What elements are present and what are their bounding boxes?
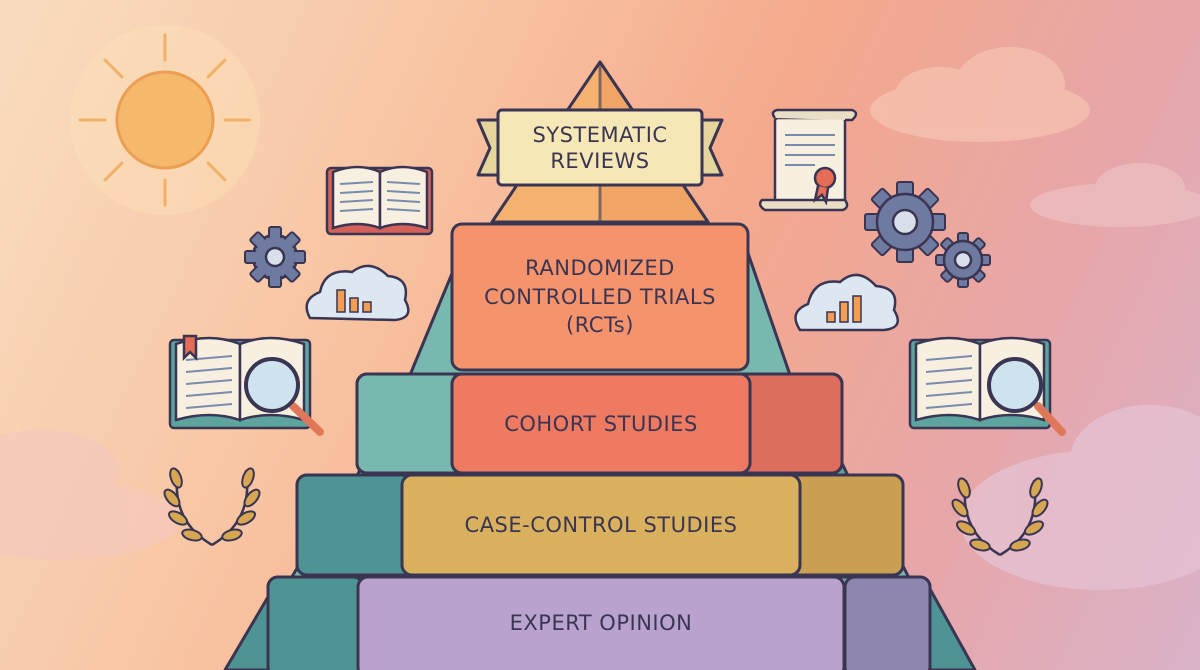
label-systematic-reviews: SYSTEMATIC REVIEWS <box>532 122 668 173</box>
label-cohort-studies: COHORT STUDIES <box>504 411 698 436</box>
laurel-icon <box>163 467 261 547</box>
gear-icon <box>864 181 946 263</box>
background-cloud <box>960 405 1200 590</box>
open-book-icon <box>325 165 434 236</box>
cloud-chart-icon <box>305 264 410 322</box>
tier-expert-opinion <box>266 575 932 670</box>
magnifier-book-icon <box>908 336 1066 436</box>
background-cloud <box>0 430 180 560</box>
ribbon-banner <box>476 108 724 187</box>
background-cloud <box>870 47 1090 142</box>
laurel-icon <box>951 477 1049 557</box>
sun-icon <box>70 25 260 215</box>
label-case-control-studies: CASE-CONTROL STUDIES <box>464 513 738 537</box>
tier-case-control <box>295 473 905 577</box>
background-cloud <box>1030 163 1200 227</box>
gear-icon <box>935 232 991 288</box>
tier-rct <box>450 222 750 372</box>
tier-cohort <box>355 372 844 475</box>
magnifier-book-icon <box>168 334 324 436</box>
label-randomized-controlled-trials: RANDOMIZED CONTROLLED TRIALS (RCTs) <box>484 256 716 338</box>
label-expert-opinion: EXPERT OPINION <box>509 611 693 635</box>
certificate-scroll-icon <box>758 108 858 212</box>
cloud-chart-icon <box>794 273 899 332</box>
gear-icon <box>244 226 306 288</box>
